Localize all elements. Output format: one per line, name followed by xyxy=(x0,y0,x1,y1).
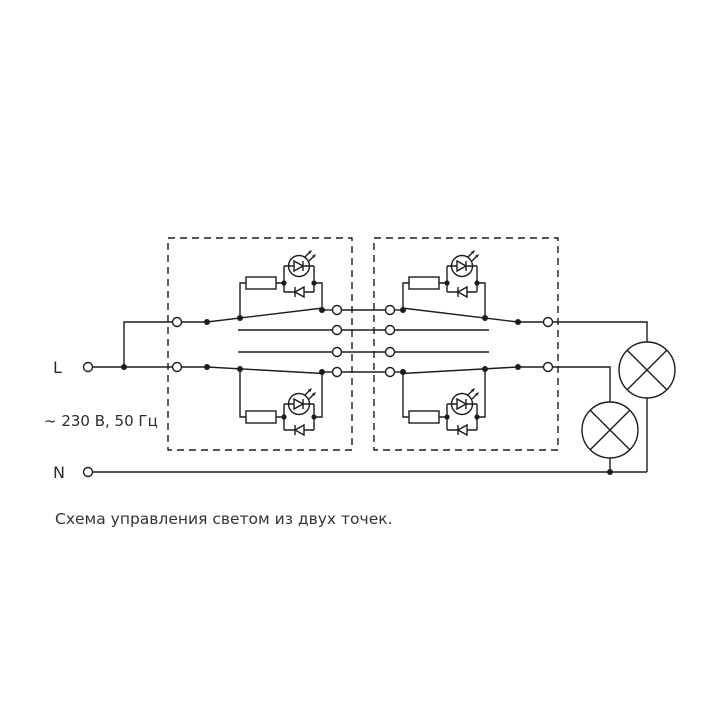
switch-arm xyxy=(401,366,519,375)
diode-icon xyxy=(457,286,468,298)
resistor xyxy=(408,276,440,290)
switch-arm xyxy=(206,307,324,323)
switch-unit-2 xyxy=(373,237,559,451)
switch-arm xyxy=(206,366,324,375)
led-indicator-icon xyxy=(450,387,480,416)
switch-arm xyxy=(401,307,519,323)
neutral-terminal-label: N xyxy=(53,463,65,482)
led-indicator-icon xyxy=(287,249,317,278)
resistor xyxy=(245,410,277,424)
diode-icon xyxy=(294,424,305,436)
led-indicator-icon xyxy=(287,387,317,416)
diode-icon xyxy=(294,286,305,298)
supply-rating-label: ~ 230 В, 50 Гц xyxy=(44,412,158,430)
line-terminal-label: L xyxy=(53,358,62,377)
diode-icon xyxy=(457,424,468,436)
lamp-icon-2 xyxy=(581,401,639,459)
switch-unit-1 xyxy=(167,237,353,451)
terminals xyxy=(82,304,554,478)
line-terminal xyxy=(82,361,94,373)
diagram-caption: Схема управления светом из двух точек. xyxy=(55,510,393,528)
neutral-terminal xyxy=(82,466,94,478)
resistor xyxy=(245,276,277,290)
led-indicator-icon xyxy=(450,249,480,278)
junction-dots xyxy=(121,280,613,475)
traveler-wires xyxy=(341,309,386,373)
resistor xyxy=(408,410,440,424)
switch-unit-2-enclosure xyxy=(373,237,559,451)
supply-wiring xyxy=(92,321,648,473)
lamp-icon-1 xyxy=(618,341,676,399)
switch-unit-1-enclosure xyxy=(167,237,353,451)
